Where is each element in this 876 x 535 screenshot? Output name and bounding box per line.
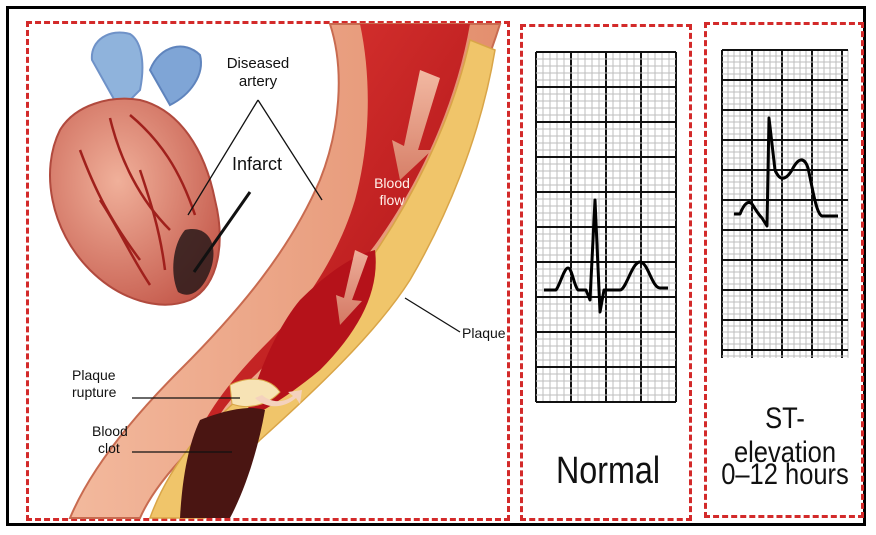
label-diseased-artery-1: Diseased [227, 55, 290, 72]
label-blood-flow-1: Blood [374, 175, 410, 191]
label-plaque: Plaque [462, 325, 506, 341]
label-plaque-rupture-1: Plaque [72, 367, 116, 383]
label-blood-clot-2: clot [98, 440, 120, 456]
pulmonary-vessel [150, 47, 201, 105]
label-infarct: Infarct [232, 154, 282, 174]
normal-caption: Normal [540, 450, 676, 493]
normal-ecg-grid [536, 52, 676, 402]
st-elevation-caption-line2: 0–12 hours [718, 458, 852, 492]
label-blood-clot-1: Blood [92, 423, 128, 439]
st-elevation-ecg-grid [722, 50, 848, 358]
label-diseased-artery-2: artery [239, 73, 278, 90]
label-plaque-rupture-2: rupture [72, 384, 117, 400]
heart-illustration [50, 32, 220, 304]
label-blood-flow-2: flow [380, 192, 406, 208]
